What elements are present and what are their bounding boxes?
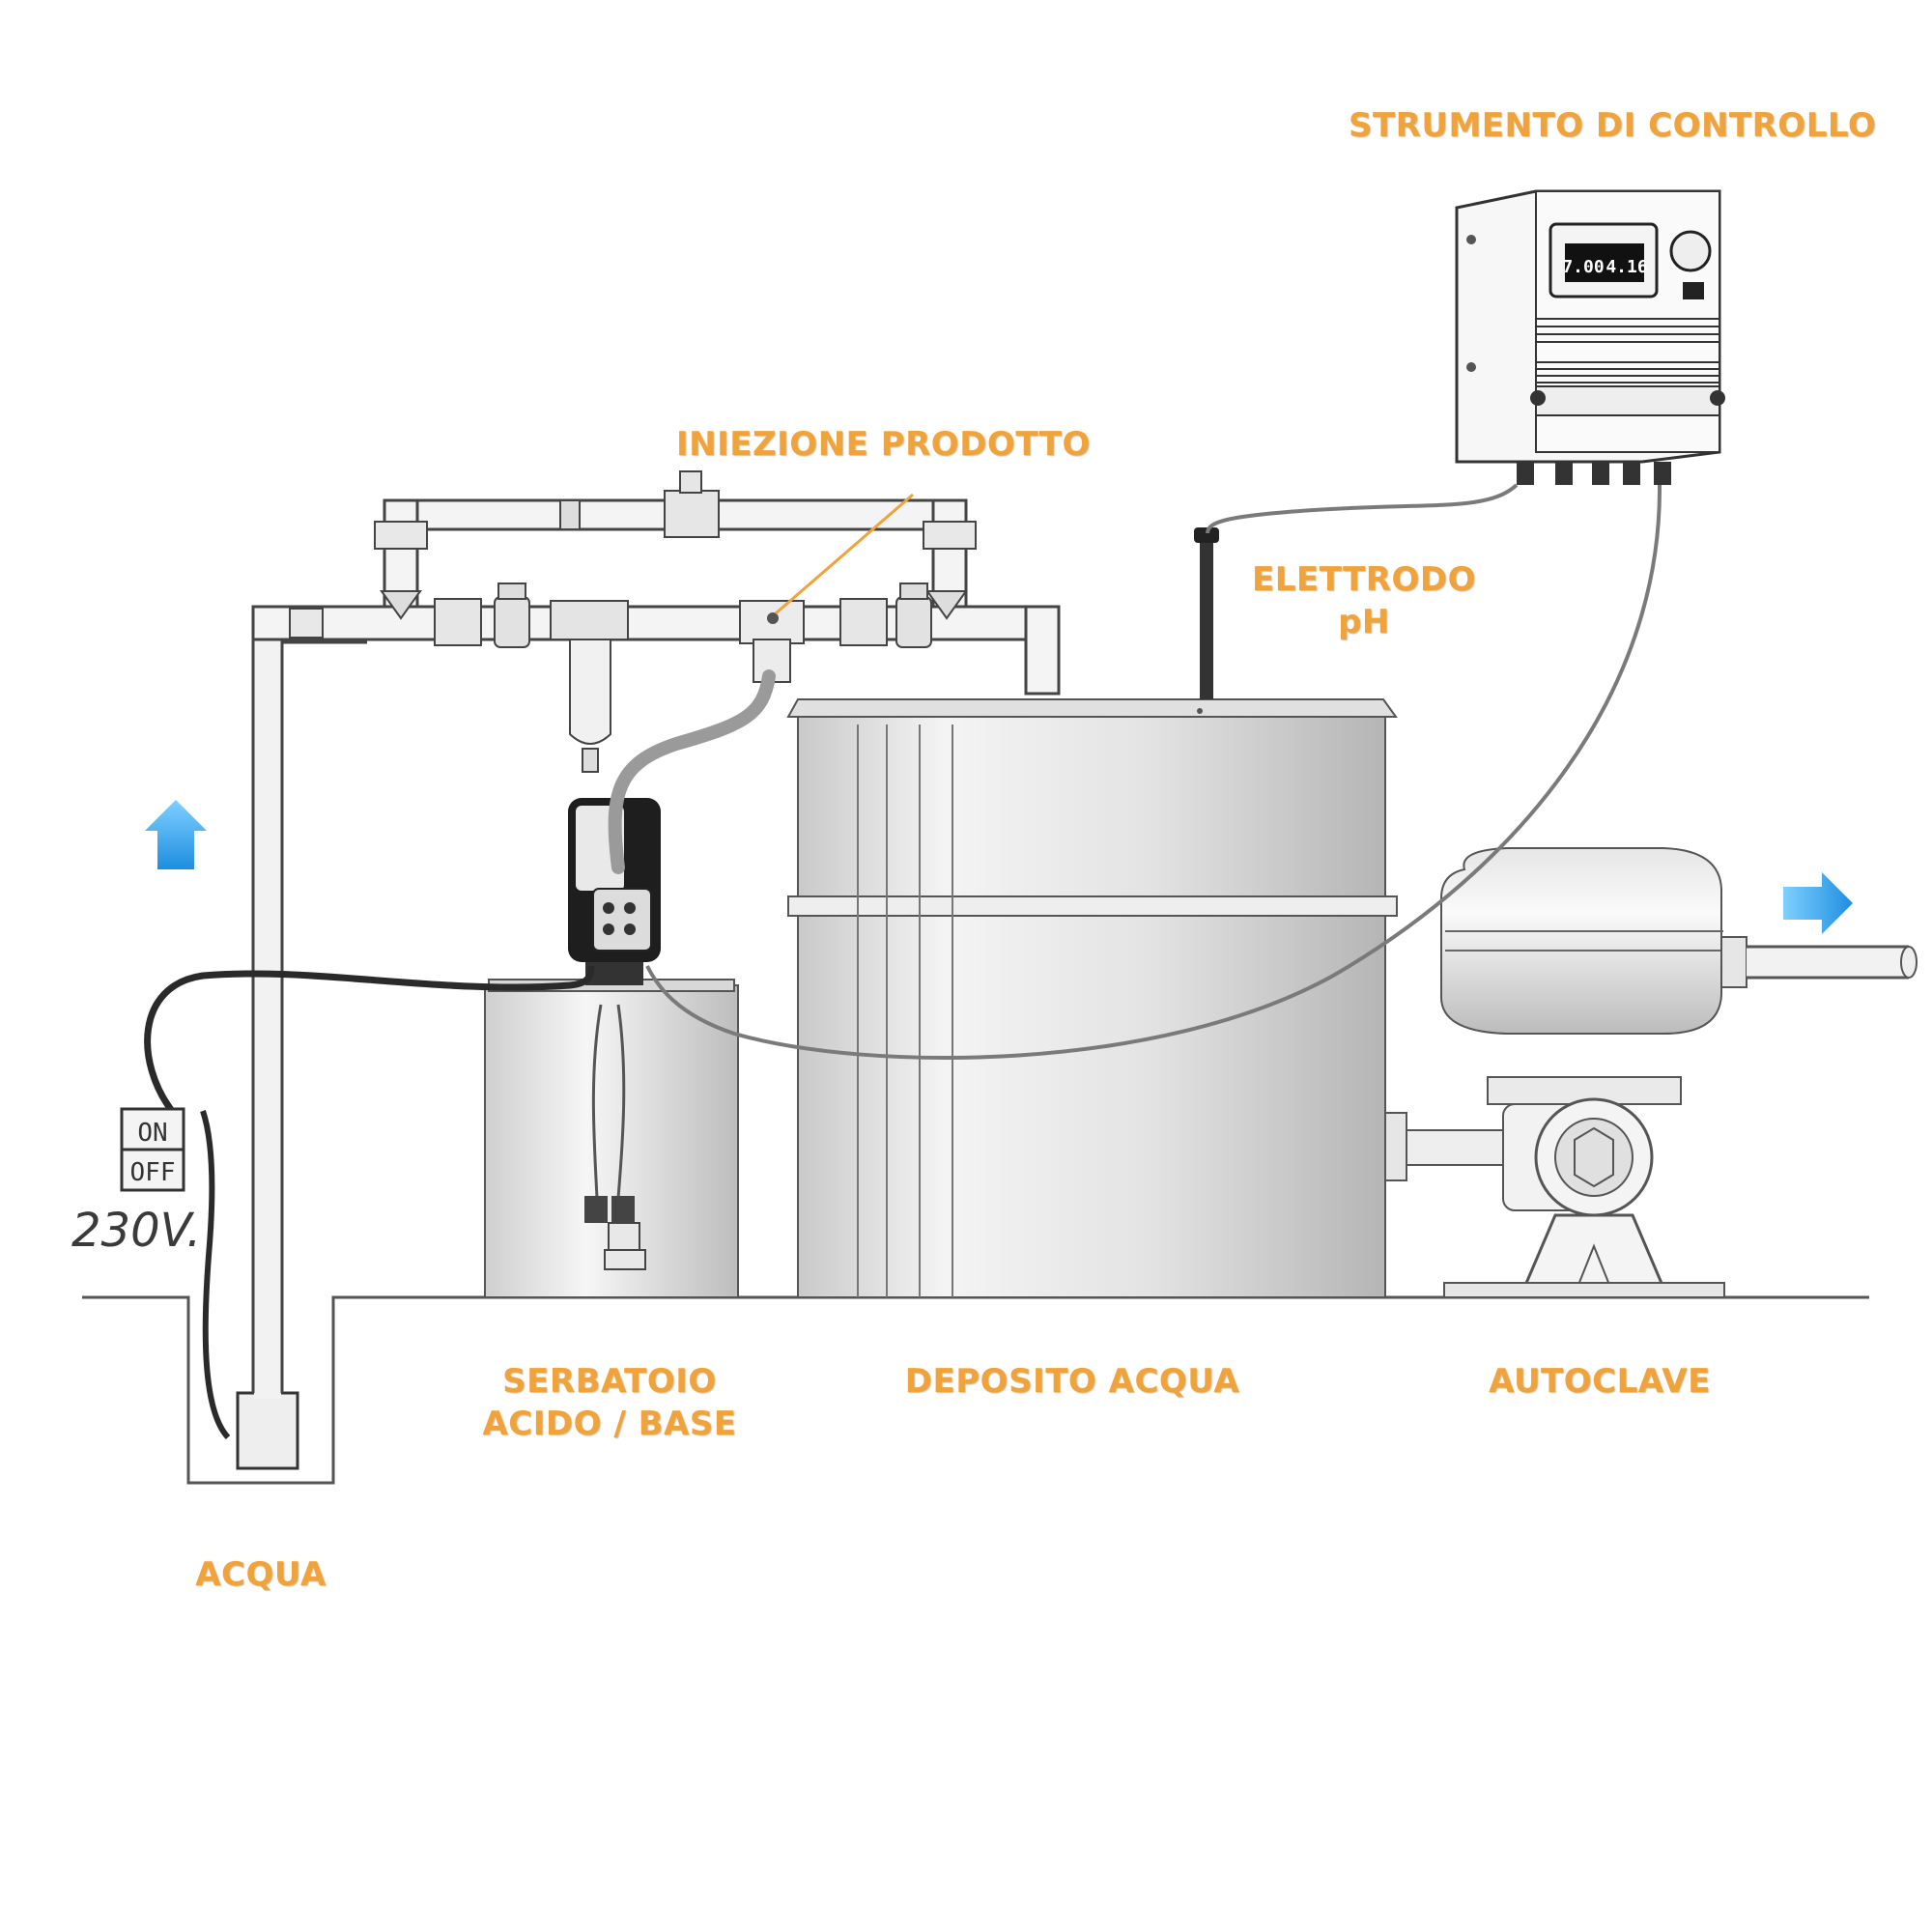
autoclave-label: AUTOCLAVE	[1489, 1362, 1711, 1401]
riser-pipe	[251, 607, 367, 1399]
chemical-tank-label-line1: SERBATOIO	[502, 1362, 717, 1401]
control-cable	[645, 484, 1662, 1060]
water-deposit-label: DEPOSITO ACQUA	[904, 1362, 1240, 1401]
electrode-label-line2: pH	[1338, 603, 1390, 641]
injection-leader	[775, 493, 914, 615]
water-deposit-tank	[786, 698, 1504, 1298]
voltage-label: 230V.	[71, 1204, 202, 1258]
control-instrument-label: STRUMENTO DI CONTROLLO	[1349, 106, 1877, 145]
switch-on-label: ON	[137, 1119, 167, 1148]
right-arrow-icon	[1783, 872, 1853, 934]
chemical-tank-label-line2: ACIDO / BASE	[482, 1405, 737, 1443]
on-off-switch[interactable]: ON OFF	[120, 1107, 185, 1192]
electrode-label: ELETTRODO pH	[1238, 558, 1490, 643]
display-value-left: 7.00	[1562, 257, 1604, 277]
main-pipe	[251, 470, 1061, 773]
power-cable	[144, 965, 595, 1114]
electrode-cable	[1206, 483, 1519, 534]
display-value-right: 4.16	[1605, 257, 1647, 277]
autoclave-pump	[1443, 1076, 1725, 1298]
well-pump	[236, 1391, 299, 1470]
chemical-tank	[484, 979, 739, 1298]
ph-electrode	[1194, 527, 1219, 699]
product-injection-label: INIEZIONE PRODOTTO	[676, 425, 1091, 464]
electrode-label-line1: ELETTRODO	[1252, 560, 1476, 599]
switch-off-label: OFF	[130, 1158, 176, 1187]
injection-tube	[608, 669, 776, 874]
up-arrow-icon	[145, 800, 207, 869]
water-label: ACQUA	[195, 1555, 327, 1594]
control-instrument: 7.00 4.16	[1455, 189, 1725, 485]
pump-supply-cable	[200, 1110, 231, 1440]
autoclave-vessel	[1439, 847, 1918, 1035]
chemical-tank-label: SERBATOIO ACIDO / BASE	[469, 1360, 750, 1445]
